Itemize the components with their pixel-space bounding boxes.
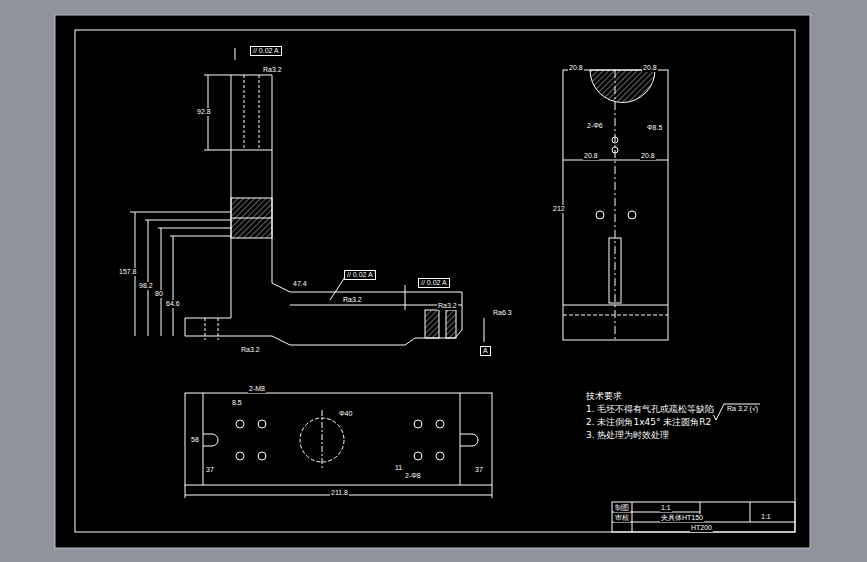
- roughness-note: Ra 3.2 (√): [726, 405, 759, 413]
- dimension-text: 11: [394, 464, 403, 472]
- title-cell: 审核: [614, 514, 630, 522]
- title-cell: HT200: [690, 524, 713, 532]
- note-line: 1. 毛坯不得有气孔或疏松等缺陷: [585, 405, 715, 415]
- title-cell: 1:1: [660, 504, 672, 512]
- dimension-text: Φ40: [338, 410, 353, 418]
- dimension-text: 47.4: [292, 280, 308, 288]
- tolerance-frame: // 0.02 A: [344, 270, 376, 280]
- roughness-text: Ra6.3: [492, 309, 513, 317]
- dimension-text: 80: [154, 290, 164, 298]
- dimension-text: 20.8: [642, 64, 658, 72]
- roughness-text: Ra3.2: [437, 302, 458, 310]
- dimension-text: 64.6: [165, 300, 181, 308]
- note-line: 3. 热处理为时效处理: [585, 431, 670, 441]
- roughness-text: Ra3.2: [262, 66, 283, 74]
- tolerance-frame: // 0.02 A: [418, 278, 450, 288]
- dimension-text: 2-Φ6: [586, 122, 604, 130]
- tolerance-frame: // 0.02 A: [250, 46, 282, 56]
- title-cell: 1:1: [760, 513, 772, 521]
- dimension-text: 92.8: [196, 108, 212, 116]
- dimension-text: 2-M8: [248, 385, 266, 393]
- dimension-text: 98.2: [138, 282, 154, 290]
- dimension-text: Φ8.5: [646, 124, 663, 132]
- dimension-text: 2-Φ8: [404, 472, 422, 480]
- roughness-text: Ra3.2: [240, 346, 261, 354]
- dimension-text: 58: [190, 436, 200, 444]
- dimension-text: 20.8: [640, 152, 656, 160]
- dimension-text: 37: [205, 466, 215, 474]
- dimension-text: 20.8: [568, 64, 584, 72]
- title-cell: 制图: [614, 504, 630, 512]
- dimension-text: 8.5: [231, 399, 243, 407]
- dimension-text: 20.8: [583, 152, 599, 160]
- title-cell: 夹具体HT150: [660, 514, 704, 522]
- datum-label: A: [480, 346, 491, 356]
- note-line: 2. 未注倒角1x45° 未注圆角R2: [585, 418, 712, 428]
- dimension-text: 212: [552, 205, 566, 213]
- dimension-text: 211.8: [330, 489, 349, 497]
- dimension-text: 157.8: [118, 268, 138, 276]
- dimension-text: 37: [474, 466, 484, 474]
- roughness-text: Ra3.2: [342, 296, 363, 304]
- note-heading: 技术要求: [585, 392, 623, 402]
